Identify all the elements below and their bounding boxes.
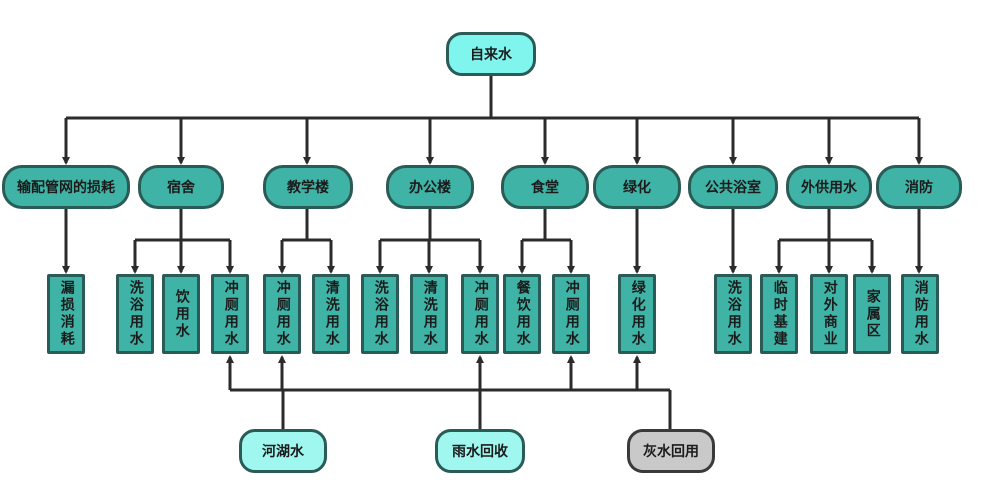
leaf-leakage-loss: 漏损消耗 [47,274,85,354]
category-external-supply: 外供用水 [786,165,872,209]
category-canteen: 食堂 [501,165,589,209]
category-fire-protection: 消防 [876,165,962,209]
leaf-fire-water: 消防用水 [901,274,939,354]
category-greening: 绿化 [593,165,681,209]
leaf-teaching-flushing: 冲厕用水 [263,274,301,354]
category-office-building: 办公楼 [386,165,474,209]
leaf-family-area: 家属区 [853,274,891,354]
leaf-dorm-drinking: 饮用水 [162,274,200,354]
category-teaching-building: 教学楼 [263,165,353,209]
leaf-bathhouse-bathing: 洗浴用水 [714,274,752,354]
leaf-dorm-bathing: 洗浴用水 [116,274,154,354]
leaf-greening-water: 绿化用水 [618,274,656,354]
category-dormitory: 宿舍 [138,165,224,209]
leaf-office-bathing: 洗浴用水 [361,274,399,354]
root-node-tap-water: 自来水 [446,32,536,76]
category-public-bathhouse: 公共浴室 [688,165,778,209]
leaf-canteen-catering: 餐饮用水 [503,274,541,354]
leaf-canteen-flushing: 冲厕用水 [552,274,590,354]
leaf-office-flushing: 冲厕用水 [461,274,499,354]
leaf-external-commerce: 对外商业 [810,274,848,354]
leaf-temporary-construction: 临时基建 [760,274,798,354]
leaf-office-cleaning: 清洗用水 [410,274,448,354]
source-greywater-reuse: 灰水回用 [627,429,715,473]
leaf-teaching-cleaning: 清洗用水 [312,274,350,354]
leaf-dorm-flushing: 冲厕用水 [211,274,249,354]
source-rainwater-recovery: 雨水回收 [435,429,525,473]
source-river-lake-water: 河湖水 [239,429,327,473]
category-pipe-loss: 输配管网的损耗 [2,165,130,209]
